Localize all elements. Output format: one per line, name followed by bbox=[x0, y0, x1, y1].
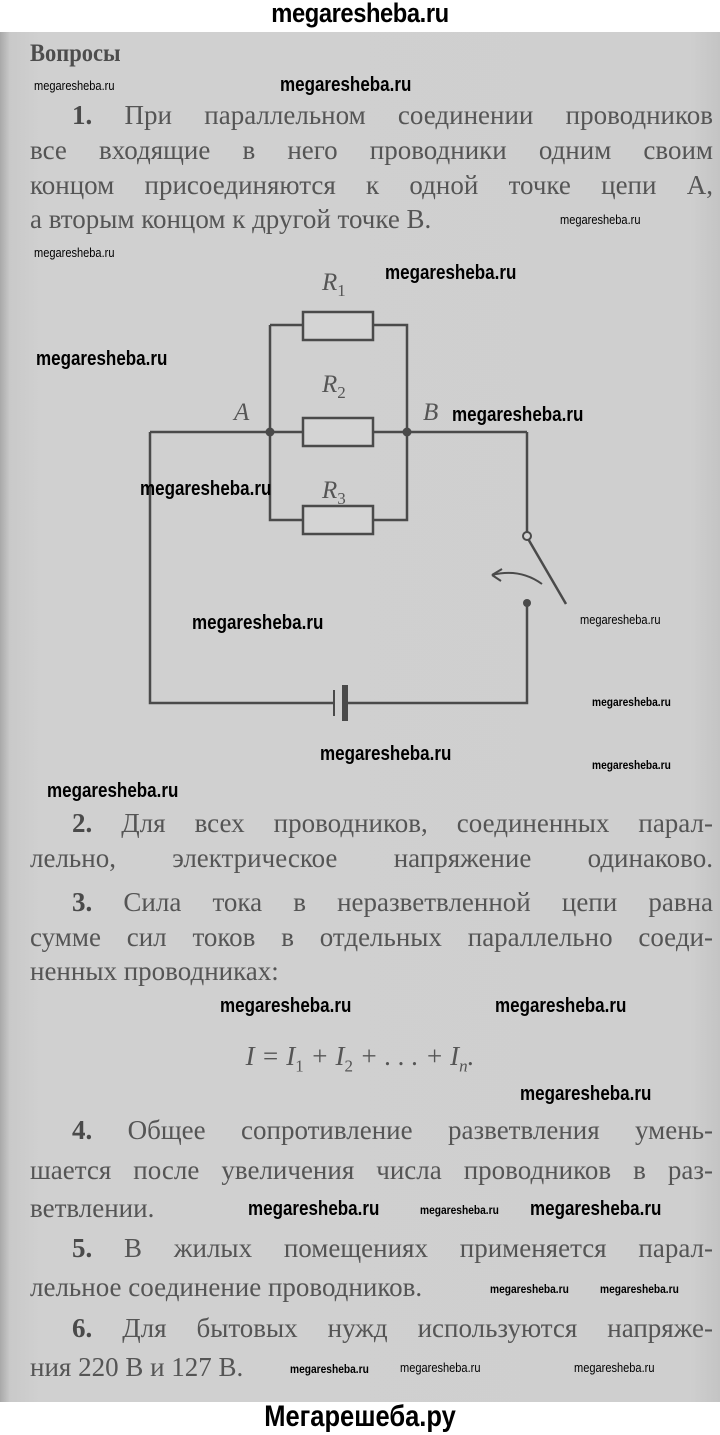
watermark: megaresheba.ru bbox=[220, 995, 352, 1017]
watermark: megaresheba.ru bbox=[290, 1362, 369, 1376]
q6-line-2: ния 220 В и 127 В. bbox=[30, 1352, 244, 1382]
switch-contact-top bbox=[522, 531, 532, 541]
watermark: megaresheba.ru bbox=[560, 212, 641, 227]
q5-line-2: лельное соединение проводников. bbox=[30, 1272, 423, 1302]
q1-line-1: 1. При параллельном соединении проводник… bbox=[72, 100, 713, 130]
q6-text: Для бытовых нужд используются напряже- bbox=[122, 1313, 713, 1343]
q3-line-1: 3. Сила тока в неразветвленной цепи равн… bbox=[72, 887, 713, 917]
watermark: megaresheba.ru bbox=[592, 758, 671, 772]
watermark: megaresheba.ru bbox=[280, 74, 412, 96]
q4-text: Общее сопротивление разветвления умень- bbox=[127, 1115, 713, 1145]
q3-text: Сила тока в неразветвленной цепи равна bbox=[123, 887, 714, 917]
watermark: megaresheba.ru bbox=[34, 245, 115, 260]
switch-arrow-head bbox=[491, 568, 503, 582]
textbook-page bbox=[0, 32, 720, 1402]
q6-number: 6. bbox=[72, 1313, 93, 1343]
q1-line-2: все входящие в него проводники одним сво… bbox=[30, 135, 713, 165]
resistor-r1 bbox=[301, 310, 375, 342]
current-sum-formula: I = I1 + I2 + . . . + In. bbox=[245, 1041, 475, 1076]
resistor-r3 bbox=[301, 504, 375, 536]
q4-line-2: шается после увеличения числа проводнико… bbox=[30, 1155, 713, 1185]
switch-arrow bbox=[491, 571, 543, 585]
q2-line-1: 2. Для всех проводников, соединенных пар… bbox=[72, 808, 713, 838]
section-heading: Вопросы bbox=[30, 40, 121, 67]
switch-contact-bottom bbox=[523, 599, 531, 607]
q6-line-1: 6. Для бытовых нужд используются напряже… bbox=[72, 1313, 713, 1343]
label-r1: R1 bbox=[321, 269, 346, 300]
watermark: megaresheba.ru bbox=[192, 612, 324, 634]
watermark: megaresheba.ru bbox=[600, 1282, 679, 1296]
label-node-b: B bbox=[423, 399, 438, 426]
q1-number: 1. bbox=[72, 100, 93, 130]
q2-line-2: лельно, электрическое напряжение одинако… bbox=[30, 843, 713, 873]
q1-line-4: а вторым концом к другой точке B. bbox=[30, 204, 432, 234]
watermark: megaresheba.ru bbox=[495, 995, 627, 1017]
label-r2: R2 bbox=[321, 371, 346, 402]
label-node-a: A bbox=[232, 399, 250, 426]
q1-text: При параллельном соединении проводников bbox=[124, 100, 713, 130]
watermark: megaresheba.ru bbox=[490, 1282, 569, 1296]
watermark: megaresheba.ru bbox=[530, 1198, 662, 1220]
watermark: megaresheba.ru bbox=[592, 695, 671, 709]
branch-wires bbox=[268, 323, 409, 522]
watermark: megaresheba.ru bbox=[452, 404, 584, 426]
label-r3: R3 bbox=[321, 477, 346, 508]
q2-text: Для всех проводников, соединенных парал- bbox=[121, 808, 713, 838]
q4-number: 4. bbox=[72, 1115, 93, 1145]
watermark: megaresheba.ru bbox=[520, 1083, 652, 1105]
watermark: megaresheba.ru bbox=[400, 1360, 481, 1375]
q3-number: 3. bbox=[72, 887, 93, 917]
watermark: megaresheba.ru bbox=[574, 1360, 655, 1375]
watermark: megaresheba.ru bbox=[47, 780, 179, 802]
circuit-wires bbox=[148, 430, 529, 705]
node-b-dot bbox=[402, 427, 412, 437]
q5-line-1: 5. В жилых помещениях применяется парал- bbox=[72, 1233, 713, 1263]
watermark: megaresheba.ru bbox=[580, 612, 661, 627]
node-a-dot bbox=[265, 427, 275, 437]
q5-text: В жилых помещениях применяется парал- bbox=[124, 1233, 714, 1263]
q3-line-2: сумме сил токов в отдельных параллельно … bbox=[30, 922, 713, 952]
q1-line-3: концом присоединяются к одной точке цепи… bbox=[30, 170, 713, 200]
footer-watermark: Мегарешеба.ру bbox=[264, 1400, 456, 1433]
watermark: megaresheba.ru bbox=[420, 1203, 499, 1217]
watermark: megaresheba.ru bbox=[320, 743, 452, 765]
watermark: megaresheba.ru bbox=[34, 78, 115, 93]
header-watermark: megaresheba.ru bbox=[271, 0, 449, 28]
q3-line-3: ненных проводниках: bbox=[30, 956, 279, 986]
q4-line-1: 4. Общее сопротивление разветвления умен… bbox=[72, 1115, 713, 1145]
q4-line-3: ветвлении. bbox=[30, 1193, 155, 1223]
q5-number: 5. bbox=[72, 1233, 93, 1263]
q2-number: 2. bbox=[72, 808, 93, 838]
resistor-r2 bbox=[301, 416, 375, 448]
watermark: megaresheba.ru bbox=[385, 262, 517, 284]
switch-lever bbox=[525, 536, 568, 605]
watermark: megaresheba.ru bbox=[36, 348, 168, 370]
watermark: megaresheba.ru bbox=[248, 1198, 380, 1220]
watermark: megaresheba.ru bbox=[140, 478, 272, 500]
